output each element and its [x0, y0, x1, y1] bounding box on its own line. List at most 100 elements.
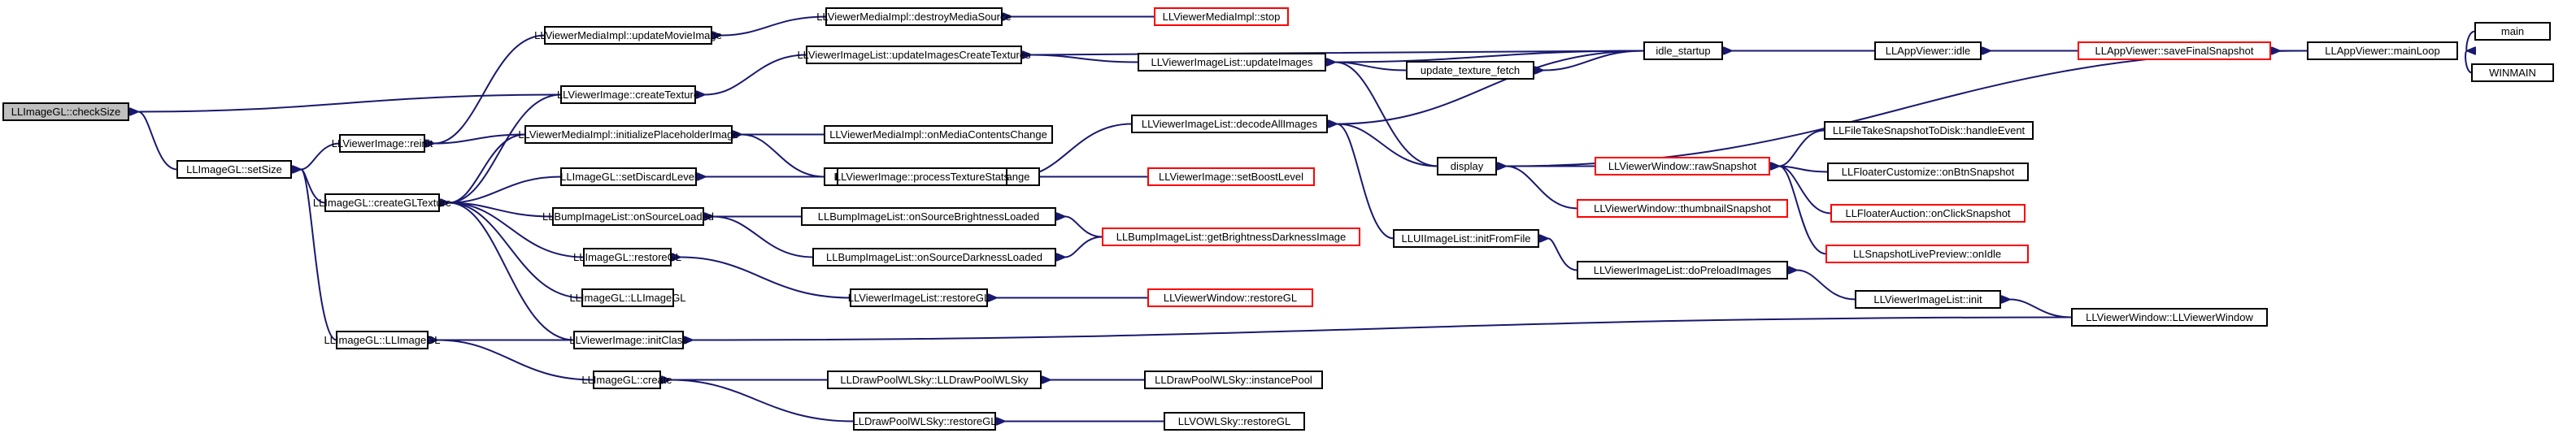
node-label: LLViewerWindow::thumbnailSnapshot [1594, 202, 1771, 214]
node-box[interactable] [336, 331, 429, 349]
node-box[interactable] [593, 370, 661, 389]
node-window-restoregl[interactable]: LLViewerWindow::restoreGL [1147, 288, 1313, 307]
node-winmain[interactable]: WINMAIN [2471, 63, 2554, 82]
node-drawpool-restoregl[interactable]: LLDrawPoolWLSky::restoreGL [852, 412, 997, 431]
node-onmediacontentschange[interactable]: LLViewerMediaImpl::onMediaContentsChange [824, 125, 1053, 144]
node-decodeallimages[interactable]: LLViewerImageList::decodeAllImages [1131, 115, 1328, 133]
node-mainloop[interactable]: LLAppViewer::mainLoop [2307, 41, 2458, 60]
node-box[interactable] [1147, 288, 1313, 307]
node-box[interactable] [581, 288, 674, 307]
node-reinit[interactable]: LLViewerImage::reinit [332, 134, 433, 153]
node-imagelist-init[interactable]: LLViewerImageList::init [1855, 290, 2001, 309]
node-drawpool-ctor[interactable]: LLDrawPoolWLSky::LLDrawPoolWLSky [827, 370, 1042, 389]
node-getbrightnessdarkness[interactable]: LLBumpImageList::getBrightnessDarknessIm… [1102, 228, 1360, 246]
node-restoregl[interactable]: LLImageGL::restoreGL [573, 248, 681, 266]
node-filetakesnapshot[interactable]: LLFileTakeSnapshotToDisk::handleEvent [1824, 121, 2034, 140]
node-box[interactable] [2307, 41, 2458, 60]
node-dopreloadimages[interactable]: LLViewerImageList::doPreloadImages [1577, 261, 1788, 280]
call-edge [1797, 271, 1856, 301]
node-box[interactable] [1147, 167, 1315, 186]
node-box[interactable] [1577, 199, 1788, 218]
node-box[interactable] [837, 167, 1007, 186]
node-box[interactable] [552, 207, 704, 226]
node-setdiscardlevel[interactable]: LLImageGL::setDiscardLevel [560, 167, 697, 186]
node-initplaceholder[interactable]: LLViewerMediaImpl::initializePlaceholder… [518, 125, 739, 144]
node-imagelist-restoregl[interactable]: LLViewerImageList::restoreGL [848, 288, 990, 307]
node-box[interactable] [1393, 229, 1539, 248]
node-box[interactable] [1131, 115, 1328, 133]
node-box[interactable] [827, 370, 1042, 389]
node-llimagegl-ctor2[interactable]: LLImageGL::LLImageGL [569, 288, 686, 307]
node-vowlsky-restoregl[interactable]: LLVOWLSky::restoreGL [1164, 412, 1305, 431]
node-box[interactable] [824, 125, 1053, 144]
node-box[interactable] [1144, 370, 1323, 389]
node-create[interactable]: LLImageGL::create [581, 370, 672, 389]
node-box[interactable] [801, 207, 1056, 226]
node-rawsnapshot[interactable]: LLViewerWindow::rawSnapshot [1595, 157, 1770, 176]
node-box[interactable] [2078, 41, 2271, 60]
node-box[interactable] [1437, 157, 1497, 176]
node-box[interactable] [560, 167, 697, 186]
node-box[interactable] [825, 7, 1003, 26]
node-box[interactable] [339, 134, 425, 153]
node-box[interactable] [1643, 41, 1723, 60]
node-update-texture-fetch[interactable]: update_texture_fetch [1406, 61, 1534, 80]
node-box[interactable] [2471, 63, 2554, 82]
node-box[interactable] [2474, 22, 2551, 41]
node-updateimages[interactable]: LLViewerImageList::updateImages [1138, 53, 1326, 72]
node-box[interactable] [1825, 245, 2029, 263]
node-box[interactable] [324, 193, 440, 212]
node-box[interactable] [1855, 290, 2001, 309]
node-box[interactable] [1102, 228, 1360, 246]
node-box[interactable] [524, 125, 733, 144]
node-creategltexture[interactable]: LLImageGL::createGLTexture [313, 193, 451, 212]
node-box[interactable] [2071, 308, 2268, 327]
node-instancepool[interactable]: LLDrawPoolWLSky::instancePool [1144, 370, 1323, 389]
node-box[interactable] [2, 102, 129, 121]
node-setsize[interactable]: LLImageGL::setSize [176, 160, 292, 179]
node-setboostlevel[interactable]: LLViewerImage::setBoostLevel [1147, 167, 1315, 186]
node-llimagegl-ctor[interactable]: LLImageGL::LLImageGL [324, 331, 441, 349]
node-box[interactable] [1138, 53, 1326, 72]
node-box[interactable] [1406, 61, 1534, 80]
node-box[interactable] [560, 85, 696, 104]
node-createtexture[interactable]: LLViewerImage::createTexture [557, 85, 699, 104]
node-updatemovieimage[interactable]: LLViewerMediaImpl::updateMovieImage [534, 26, 722, 45]
node-bump-onsourceloaded[interactable]: LLBumpImageList::onSourceLoaded [542, 207, 714, 226]
node-box[interactable] [1164, 412, 1305, 431]
node-processtexturestats[interactable]: LLViewerImage::processTextureStats [835, 167, 1010, 186]
node-box[interactable] [1827, 162, 2029, 181]
node-box[interactable] [850, 288, 988, 307]
node-savefinalsnapshot[interactable]: LLAppViewer::saveFinalSnapshot [2078, 41, 2271, 60]
node-checksize[interactable]: LLImageGL::checkSize [2, 102, 129, 121]
node-box[interactable] [176, 160, 292, 179]
node-stop[interactable]: LLViewerMediaImpl::stop [1154, 7, 1289, 26]
node-main[interactable]: main [2474, 22, 2551, 41]
node-updateimagescreatetextures[interactable]: LLViewerImageList::updateImagesCreateTex… [797, 46, 1031, 64]
node-initclass[interactable]: LLViewerImage::initClass [569, 331, 688, 349]
node-box[interactable] [1154, 7, 1289, 26]
node-box[interactable] [1577, 261, 1788, 280]
node-box[interactable] [853, 412, 996, 431]
node-onsourcebrightnessloaded[interactable]: LLBumpImageList::onSourceBrightnessLoade… [801, 207, 1056, 226]
node-box[interactable] [812, 248, 1056, 266]
node-appviewer-idle[interactable]: LLAppViewer::idle [1874, 41, 1982, 60]
node-thumbnailsnapshot[interactable]: LLViewerWindow::thumbnailSnapshot [1577, 199, 1788, 218]
node-box[interactable] [806, 46, 1022, 64]
node-floatercustomize[interactable]: LLFloaterCustomize::onBtnSnapshot [1827, 162, 2029, 181]
node-viewerwindow-ctor[interactable]: LLViewerWindow::LLViewerWindow [2071, 308, 2268, 327]
node-box[interactable] [573, 331, 684, 349]
node-display[interactable]: display [1437, 157, 1497, 176]
node-box[interactable] [1874, 41, 1982, 60]
node-idle-startup[interactable]: idle_startup [1643, 41, 1723, 60]
node-uiimagelist-initfromfile[interactable]: LLUIImageList::initFromFile [1393, 229, 1539, 248]
node-box[interactable] [544, 26, 712, 45]
node-destroymediasource[interactable]: LLViewerMediaImpl::destroyMediaSource [816, 7, 1012, 26]
node-box[interactable] [1824, 121, 2034, 140]
node-box[interactable] [1830, 204, 2026, 223]
node-box[interactable] [583, 248, 672, 266]
node-floaterauction[interactable]: LLFloaterAuction::onClickSnapshot [1830, 204, 2026, 223]
node-snapshotlivepreview[interactable]: LLSnapshotLivePreview::onIdle [1825, 245, 2029, 263]
node-box[interactable] [1595, 157, 1770, 176]
node-onsourcedarknessloaded[interactable]: LLBumpImageList::onSourceDarknessLoaded [812, 248, 1056, 266]
